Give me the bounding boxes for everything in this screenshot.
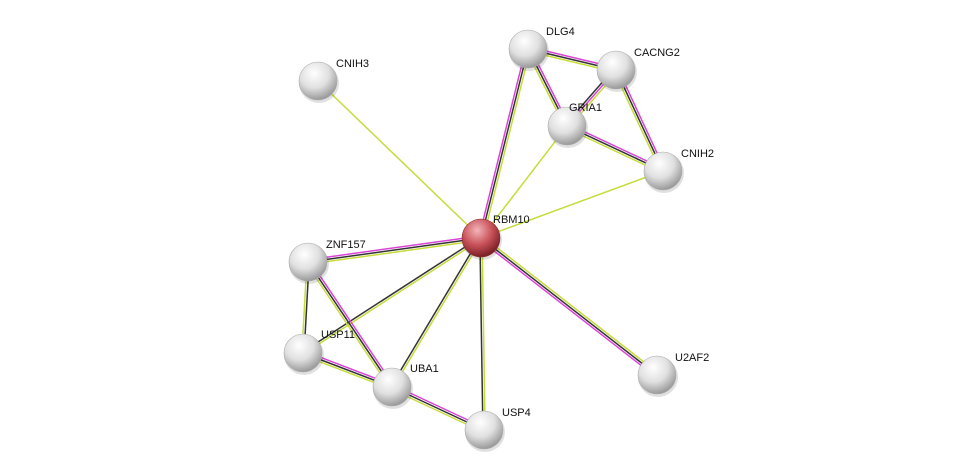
edge-evidence-textmining <box>317 80 482 239</box>
node-usp11[interactable]: USP11 <box>283 329 355 375</box>
node-gria1[interactable]: GRIA1 <box>547 102 602 148</box>
edge-rbm10-u2af2[interactable] <box>479 235 659 378</box>
node-cacng2[interactable]: CACNG2 <box>596 47 680 92</box>
edge-rbm10-znf157[interactable] <box>307 235 482 265</box>
edge-rbm10-usp4[interactable] <box>479 237 486 431</box>
node-label: ZNF157 <box>326 239 366 251</box>
edge-rbm10-dlg4[interactable] <box>478 48 531 239</box>
node-label: RBM10 <box>493 214 530 226</box>
edge-rbm10-uba1[interactable] <box>390 237 483 388</box>
node-label: USP4 <box>502 407 531 419</box>
node-sphere[interactable] <box>596 50 636 90</box>
node-label: DLG4 <box>546 26 575 38</box>
edge-evidence-textmining <box>392 238 483 388</box>
node-dlg4[interactable]: DLG4 <box>508 26 575 71</box>
edge-rbm10-gria1[interactable] <box>480 125 568 239</box>
node-sphere[interactable] <box>288 242 328 282</box>
edge-evidence-experiments <box>479 239 657 378</box>
node-sphere[interactable] <box>637 355 677 395</box>
node-sphere[interactable] <box>547 106 587 146</box>
node-cnih3[interactable]: CNIH3 <box>298 58 369 103</box>
edge-evidence-textmining <box>303 238 483 355</box>
node-label: USP11 <box>321 329 355 341</box>
node-znf157[interactable]: ZNF157 <box>288 239 366 284</box>
edge-evidence-coexpression <box>479 238 484 431</box>
edge-evidence-coexpression <box>480 237 658 376</box>
node-sphere[interactable] <box>464 410 504 450</box>
node-label: UBA1 <box>410 363 439 375</box>
edge-evidence-textmining <box>480 125 568 239</box>
node-u2af2[interactable]: U2AF2 <box>637 352 709 397</box>
node-uba1[interactable]: UBA1 <box>372 363 439 409</box>
edge-evidence-experiments <box>307 235 481 261</box>
node-cnih2[interactable]: CNIH2 <box>643 148 714 193</box>
node-label: CACNG2 <box>634 47 680 59</box>
edge-evidence-experiments <box>478 48 527 238</box>
edge-znf157-uba1[interactable] <box>305 260 395 389</box>
edge-rbm10-cnih3[interactable] <box>317 80 482 239</box>
edge-evidence-experiments <box>309 260 395 387</box>
node-sphere[interactable] <box>372 367 412 407</box>
edge-evidence-coexpression <box>301 236 481 353</box>
node-label: U2AF2 <box>675 352 709 364</box>
node-sphere[interactable] <box>461 218 501 258</box>
node-usp4[interactable]: USP4 <box>464 407 531 452</box>
edge-evidence-textmining <box>480 170 664 239</box>
node-sphere[interactable] <box>283 333 323 373</box>
nodes-layer: RBM10 DLG4CACNG2CNIH3GRIA1CNIH2ZNF157USP1… <box>283 26 714 452</box>
edge-evidence-textmining <box>305 262 391 389</box>
edge-rbm10-cnih2[interactable] <box>480 170 664 239</box>
edge-evidence-textmining <box>481 237 486 430</box>
node-label: GRIA1 <box>569 102 602 114</box>
node-sphere[interactable] <box>643 151 683 191</box>
node-sphere[interactable] <box>508 29 548 69</box>
node-label: CNIH2 <box>681 148 714 160</box>
edge-evidence-textmining <box>308 239 482 265</box>
node-label: CNIH3 <box>336 58 369 70</box>
edge-evidence-textmining <box>482 49 531 239</box>
edge-evidence-coexpression <box>307 261 393 388</box>
edge-evidence-coexpression <box>390 237 481 387</box>
node-sphere[interactable] <box>298 61 338 101</box>
edge-evidence-coexpression <box>307 237 482 263</box>
edge-rbm10-usp11[interactable] <box>301 236 483 355</box>
edge-evidence-coexpression <box>480 48 529 239</box>
node-rbm10[interactable]: RBM10 <box>461 214 530 260</box>
edge-evidence-textmining <box>481 235 659 374</box>
